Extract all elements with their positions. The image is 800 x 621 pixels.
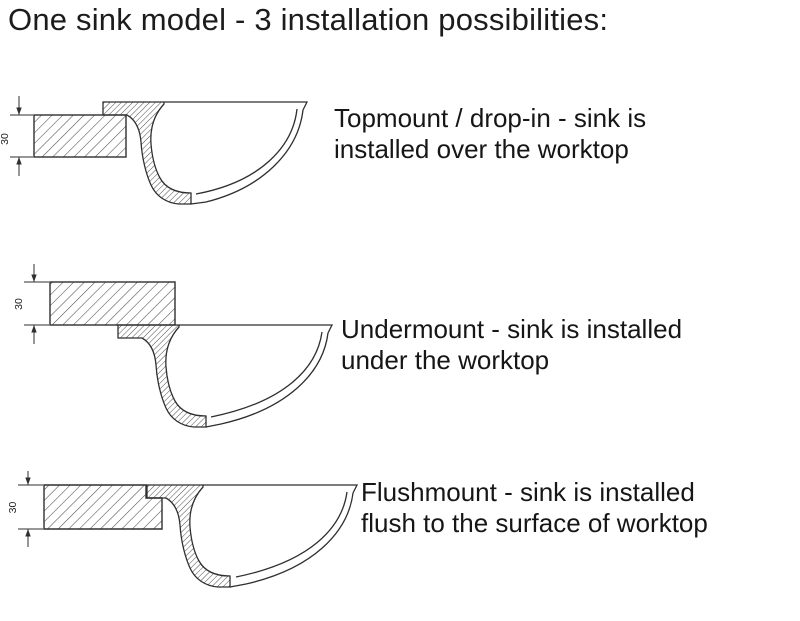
description-line: Topmount / drop-in - sink is — [334, 103, 647, 133]
bowl-outer-arc — [205, 332, 329, 428]
flushmount-diagram: 30 — [7, 471, 359, 588]
bowl-inner-arc — [235, 491, 348, 578]
installation-description-undermount: Undermount - sink is installed under the… — [341, 314, 800, 376]
dimension-arrow — [31, 274, 37, 282]
dimension-30: 30 — [7, 471, 43, 547]
sink-bowl-outline — [164, 101, 309, 205]
installation-description-topmount: Topmount / drop-in - sink is installed o… — [334, 103, 796, 165]
installation-description-flushmount: Flushmount - sink is installed flush to … — [361, 477, 799, 539]
worktop-cross-section — [43, 484, 163, 530]
dimension-arrow — [16, 107, 22, 115]
bowl-outer-arc — [190, 109, 304, 205]
description-line: under the worktop — [341, 345, 550, 375]
dimension-arrow — [31, 325, 37, 333]
worktop-cross-section — [33, 114, 127, 158]
dimension-arrow — [25, 477, 31, 485]
sink-rim-line — [164, 101, 309, 111]
dimension-30: 30 — [13, 264, 49, 344]
topmount-diagram: 30 — [0, 96, 309, 205]
undermount-diagram: 30 — [13, 264, 334, 428]
description-line: flush to the surface of worktop — [361, 508, 708, 538]
dimension-30: 30 — [0, 96, 33, 176]
sink-wall-cross-section — [117, 324, 207, 428]
dimension-arrow — [16, 157, 22, 165]
dimension-label: 30 — [7, 502, 19, 514]
dimension-arrow — [25, 529, 31, 537]
dimension-label: 30 — [0, 133, 11, 145]
bowl-outer-arc — [229, 492, 354, 588]
dimension-label: 30 — [13, 298, 25, 310]
description-line: installed over the worktop — [334, 134, 629, 164]
sink-rim-line — [179, 324, 334, 334]
sink-bowl-outline — [179, 324, 334, 428]
bowl-inner-arc — [210, 331, 323, 418]
sink-bowl-outline — [203, 484, 359, 588]
sink-rim-line — [203, 484, 359, 494]
page-title: One sink model - 3 installation possibil… — [8, 2, 609, 37]
worktop-cross-section — [49, 281, 176, 326]
bowl-inner-arc — [195, 108, 298, 195]
description-line: Flushmount - sink is installed — [361, 477, 695, 507]
description-line: Undermount - sink is installed — [341, 314, 683, 344]
